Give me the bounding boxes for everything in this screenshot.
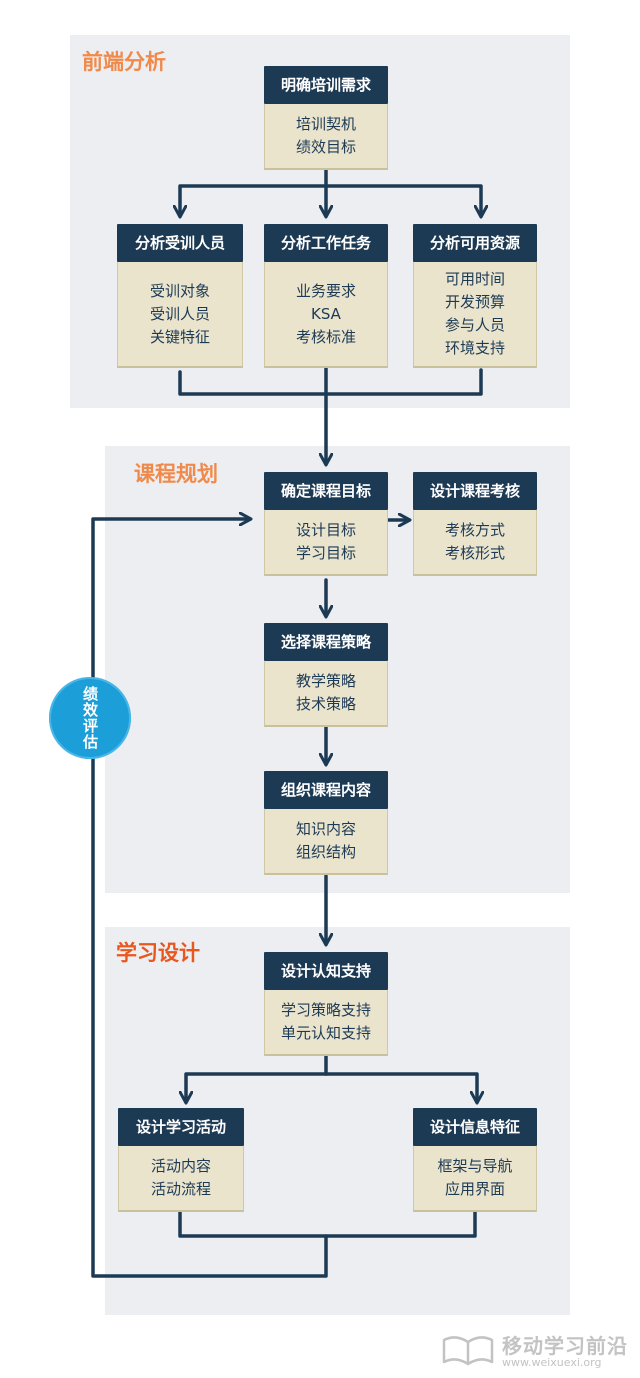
box-cognitive-support: 设计认知支持 学习策略支持 单元认知支持 (264, 952, 388, 1056)
box-body: 教学策略 技术策略 (264, 661, 388, 727)
box-body: 培训契机 绩效目标 (264, 104, 388, 170)
box-line: 单元认知支持 (280, 1024, 371, 1042)
box-course-goals: 确定课程目标 设计目标 学习目标 (264, 472, 388, 576)
box-line: 知识内容 (295, 820, 356, 838)
box-body: 活动内容 活动流程 (118, 1146, 244, 1212)
box-line: 考核方式 (444, 521, 505, 539)
logo-url: www.weixuexi.org (502, 1356, 602, 1369)
box-title: 分析工作任务 (264, 224, 388, 262)
section-title-analysis: 前端分析 (82, 50, 166, 74)
box-body: 可用时间 开发预算 参与人员 环境支持 (413, 262, 537, 368)
box-title: 分析受训人员 (117, 224, 243, 262)
box-line: 环境支持 (444, 339, 505, 357)
box-body: 考核方式 考核形式 (413, 510, 537, 576)
performance-evaluation-badge: 绩效评估 (49, 677, 131, 759)
box-line: 关键特征 (149, 327, 210, 346)
box-title: 设计学习活动 (118, 1108, 244, 1146)
box-title: 选择课程策略 (264, 623, 388, 661)
box-line: 考核形式 (444, 544, 505, 562)
box-line: 可用时间 (444, 270, 505, 288)
box-title: 设计信息特征 (413, 1108, 537, 1146)
box-line: 受训对象 (149, 281, 210, 300)
open-book-icon (442, 1336, 494, 1366)
box-line: 技术策略 (295, 695, 356, 713)
box-line: 受训人员 (149, 304, 210, 323)
watermark-logo: 移动学习前沿 www.weixuexi.org (440, 1330, 640, 1374)
box-line: 组织结构 (295, 843, 356, 861)
box-course-assessment: 设计课程考核 考核方式 考核形式 (413, 472, 537, 576)
box-line: 考核标准 (295, 327, 356, 346)
box-body: 设计目标 学习目标 (264, 510, 388, 576)
box-line: 学习目标 (295, 544, 356, 562)
box-title: 设计认知支持 (264, 952, 388, 990)
box-line: KSA (311, 304, 341, 323)
section-title-planning: 课程规划 (134, 462, 218, 486)
box-course-strategy: 选择课程策略 教学策略 技术策略 (264, 623, 388, 727)
box-body: 知识内容 组织结构 (264, 809, 388, 875)
box-title: 确定课程目标 (264, 472, 388, 510)
box-line: 绩效目标 (295, 138, 356, 156)
box-line: 设计目标 (295, 521, 356, 539)
box-information-features: 设计信息特征 框架与导航 应用界面 (413, 1108, 537, 1212)
logo-name: 移动学习前沿 (502, 1334, 628, 1358)
box-body: 框架与导航 应用界面 (413, 1146, 537, 1212)
box-line: 活动流程 (150, 1180, 211, 1198)
box-line: 应用界面 (444, 1180, 505, 1198)
box-title: 设计课程考核 (413, 472, 537, 510)
box-analyze-learners: 分析受训人员 受训对象 受训人员 关键特征 (117, 224, 243, 368)
box-line: 学习策略支持 (280, 1001, 371, 1019)
box-title: 组织课程内容 (264, 771, 388, 809)
section-title-design: 学习设计 (116, 941, 200, 965)
box-body: 学习策略支持 单元认知支持 (264, 990, 388, 1056)
box-learning-activities: 设计学习活动 活动内容 活动流程 (118, 1108, 244, 1212)
box-line: 培训契机 (295, 115, 356, 133)
box-analyze-tasks: 分析工作任务 业务要求 KSA 考核标准 (264, 224, 388, 368)
box-title: 分析可用资源 (413, 224, 537, 262)
performance-evaluation-label: 绩效评估 (81, 686, 99, 750)
box-line: 框架与导航 (437, 1157, 513, 1175)
box-line: 参与人员 (444, 316, 505, 334)
box-title: 明确培训需求 (264, 66, 388, 104)
box-body: 受训对象 受训人员 关键特征 (117, 262, 243, 368)
box-line: 活动内容 (150, 1157, 211, 1175)
box-line: 教学策略 (295, 672, 356, 690)
box-body: 业务要求 KSA 考核标准 (264, 262, 388, 368)
box-course-content: 组织课程内容 知识内容 组织结构 (264, 771, 388, 875)
box-training-needs: 明确培训需求 培训契机 绩效目标 (264, 66, 388, 170)
box-line: 业务要求 (295, 281, 356, 300)
box-analyze-resources: 分析可用资源 可用时间 开发预算 参与人员 环境支持 (413, 224, 537, 368)
box-line: 开发预算 (444, 293, 505, 311)
